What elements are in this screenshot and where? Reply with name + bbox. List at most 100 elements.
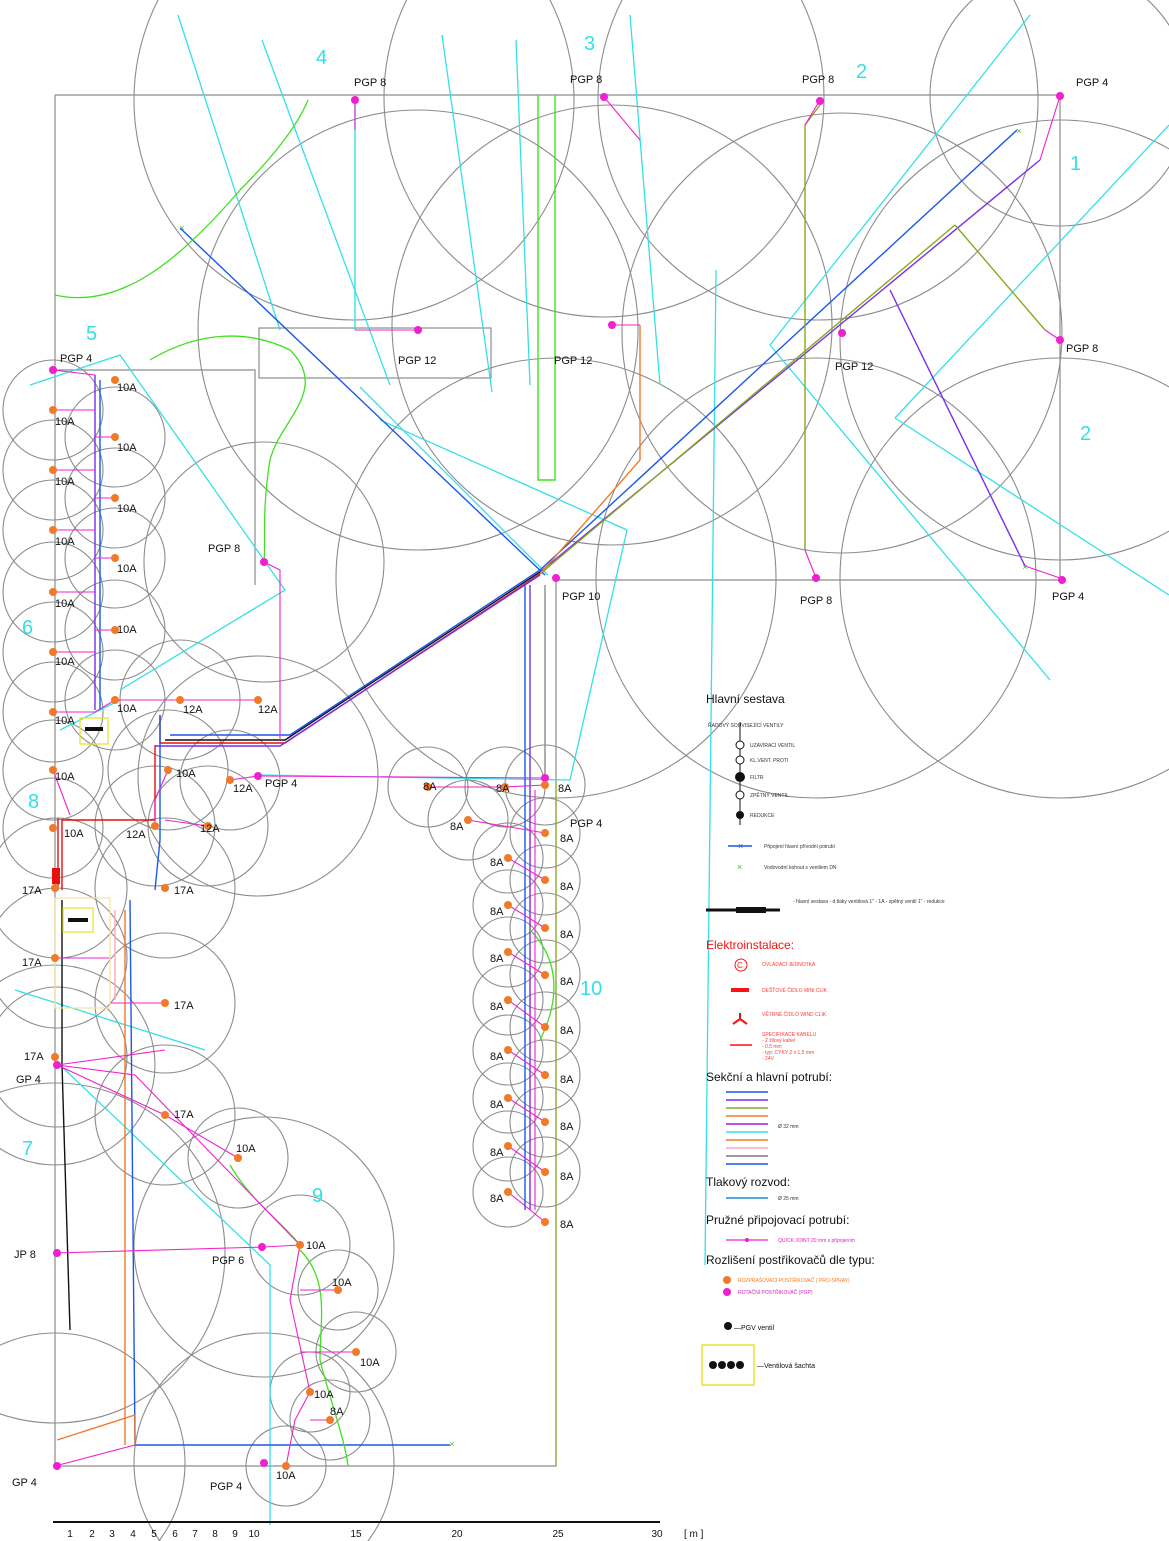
legend-tiny: FILTR (750, 775, 764, 781)
valve-box-icon (701, 1344, 755, 1386)
legend-item: —Ventilová šachta (757, 1363, 815, 1370)
scale-tick: 30 (651, 1529, 663, 1540)
legend: Hlavní sestava ŘADOVÝ SOUVISEJÍCÍ VENTIL… (701, 692, 945, 1386)
scale-unit: [ m ] (684, 1529, 704, 1540)
valve-box-contents (52, 727, 103, 922)
nozzle-label: 17A (174, 1109, 194, 1121)
nozzle-label: 12A (183, 704, 203, 716)
scale-tick: 4 (130, 1529, 136, 1540)
legend-row: - hlavní sestava - d.tlaky ventilová 1" … (793, 899, 945, 905)
legend-item: - 2 žilový kabel (762, 1038, 795, 1044)
nozzle-label: 8A (490, 953, 504, 965)
legend-item: DEŠŤOVÉ ČIDLO MINI CLIK (762, 986, 828, 994)
valve-boxes (54, 717, 111, 1009)
svg-text:×: × (179, 223, 184, 233)
nozzle-label: 8A (450, 821, 464, 833)
nozzle-label: 8A (560, 1121, 574, 1133)
legend-item: - typ: CYKY 2 x 1,5 mm (762, 1050, 814, 1056)
nozzle-label: 10A (55, 771, 75, 783)
scale-tick: 3 (109, 1529, 115, 1540)
legend-item: - 24V (762, 1056, 775, 1062)
rotor-head (812, 574, 820, 582)
rotor-head (53, 1462, 61, 1470)
nozzle-label: 8A (490, 1099, 504, 1111)
nozzle-label: 10A (55, 416, 75, 428)
zone-label: 2 (1080, 423, 1091, 445)
rotor-labels: PGP 8 PGP 8 PGP 8 PGP 4 PGP 12 PGP 12 PG… (12, 74, 1108, 1493)
rotor-label: GP 4 (12, 1477, 37, 1489)
scale-tick: 8 (212, 1529, 218, 1540)
nozzle-label: 10A (314, 1389, 334, 1401)
nozzle-label: 10A (55, 536, 75, 548)
legend-tiny: ZPĚTNÝ VENTIL (750, 791, 789, 799)
legend-item: QUICK JOINT 20 mm s připojením (778, 1238, 855, 1244)
controller-icon: C (737, 961, 743, 970)
legend-item: OVLÁDACÍ JEDNOTKA (762, 961, 816, 968)
legend-row: Připojení hlavní přívodní potrubí (764, 844, 835, 850)
nozzle-label: 10A (55, 715, 75, 727)
rotor-label: PGP 4 (210, 1481, 242, 1493)
rotor-head (351, 96, 359, 104)
legend-row: Vodovodní kohout s ventilem DN (764, 865, 837, 871)
rotor-head (260, 1459, 268, 1467)
nozzle-label: 10A (117, 442, 137, 454)
valve-box (62, 907, 94, 933)
pgv-valve-icon (724, 1322, 732, 1330)
valve-box (79, 717, 109, 745)
zone-label: 5 (86, 323, 97, 345)
main-pipes (56, 95, 1046, 1446)
nozzle-label: 10A (117, 382, 137, 394)
rotor-label: PGP 4 (1076, 77, 1108, 89)
zone-label: 3 (584, 33, 595, 55)
svg-text:×: × (1016, 126, 1021, 136)
rotor-head (1058, 576, 1066, 584)
rotor-head (258, 1243, 266, 1251)
rotor-head (1056, 92, 1064, 100)
rotor-head (49, 366, 57, 374)
rotor-label: PGP 8 (800, 595, 832, 607)
rotor-label: PGP 8 (570, 74, 602, 86)
rotor-label: PGP 8 (208, 543, 240, 555)
rotor-label: PGP 6 (212, 1255, 244, 1267)
nozzle-label: 8A (490, 857, 504, 869)
scale-tick: 25 (552, 1529, 564, 1540)
rotor-label: PGP 4 (60, 353, 92, 365)
rotor-head (1056, 336, 1064, 344)
nozzle-label: 12A (200, 823, 220, 835)
rotor-head (260, 558, 268, 566)
nozzle-label: 17A (24, 1051, 44, 1063)
legend-item: Ø 32 mm (778, 1124, 799, 1130)
nozzle-label: 8A (560, 1074, 574, 1086)
rotor-head (838, 329, 846, 337)
rotor-label: PGP 12 (398, 355, 436, 367)
legend-section-title: Pružné připojovací potrubí: (706, 1213, 849, 1227)
spray-heads (49, 376, 549, 1470)
rotor-heads (49, 92, 1066, 1470)
nozzle-label: 10A (55, 598, 75, 610)
nozzle-label: 8A (560, 1025, 574, 1037)
nozzle-label: 17A (174, 1000, 194, 1012)
rotor-label: PGP 10 (562, 591, 600, 603)
scale-tick: 6 (172, 1529, 178, 1540)
zone-label: 7 (22, 1138, 33, 1160)
wind-sensor-icon (732, 1013, 748, 1025)
scale-tick: 20 (451, 1529, 463, 1540)
nozzle-label: 17A (174, 885, 194, 897)
legend-section-title: Sekční a hlavní potrubí: (706, 1070, 832, 1084)
scale-tick: 10 (248, 1529, 260, 1540)
nozzle-label: 8A (490, 1051, 504, 1063)
scale-tick: 5 (151, 1529, 157, 1540)
nozzle-label: 8A (560, 1171, 574, 1183)
nozzle-label: 10A (276, 1470, 296, 1482)
zone-label: 8 (28, 791, 39, 813)
flex-laterals (52, 95, 1061, 1467)
scale-tick: 1 (67, 1529, 73, 1540)
nozzle-label: 8A (496, 783, 510, 795)
scale-tick: 7 (192, 1529, 198, 1540)
nozzle-label: 10A (55, 476, 75, 488)
nozzle-label: 10A (117, 563, 137, 575)
legend-item: ROTAČNÍ POSTŘIKOVAČ (PGP) (738, 1288, 813, 1296)
rotor-label: PGP 8 (1066, 343, 1098, 355)
